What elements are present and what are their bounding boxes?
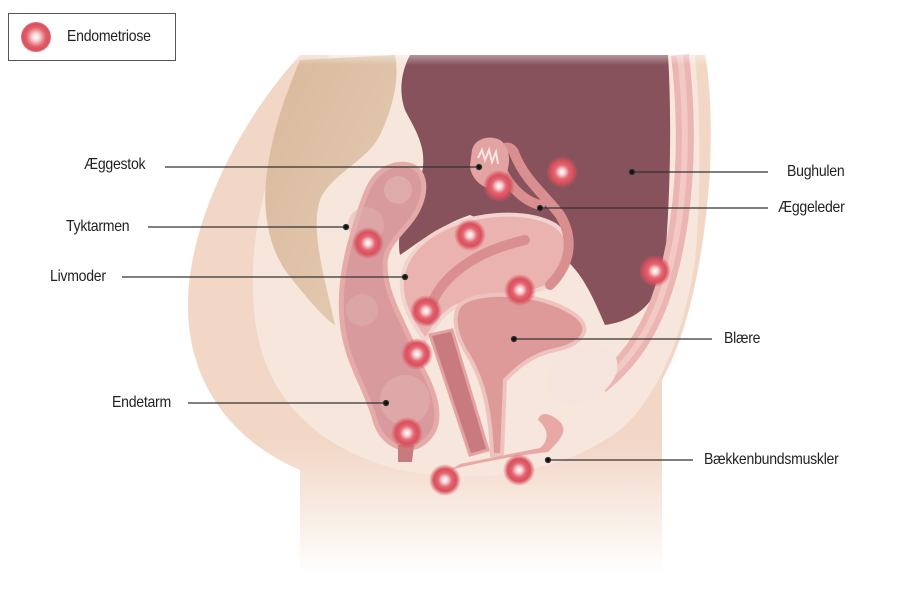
label-tyktarmen: Tyktarmen bbox=[66, 218, 130, 235]
lesion-marker bbox=[429, 464, 461, 496]
lesion-marker bbox=[410, 295, 442, 327]
legend-label: Endometriose bbox=[67, 28, 151, 45]
bladder bbox=[453, 292, 587, 457]
lesion-marker bbox=[503, 454, 535, 486]
label-livmoder: Livmoder bbox=[50, 268, 106, 285]
pubic-bone bbox=[546, 345, 618, 405]
legend: Endometriose bbox=[8, 13, 176, 61]
lesion-marker bbox=[454, 219, 486, 251]
leader-lines bbox=[122, 163, 768, 464]
lesion-marker bbox=[483, 170, 515, 202]
lesion-marker bbox=[639, 255, 671, 287]
label-blaere: Blære bbox=[724, 330, 761, 347]
sacrum-bone bbox=[265, 55, 397, 325]
label-aeggeleder: Æggeleder bbox=[778, 199, 845, 216]
label-endetarm: Endetarm bbox=[112, 394, 171, 411]
label-bughulen: Bughulen bbox=[787, 163, 845, 180]
lesion-marker bbox=[391, 417, 423, 449]
pelvic-floor bbox=[450, 414, 564, 470]
vagina bbox=[428, 328, 490, 457]
label-aeggestok: Æggestok bbox=[84, 156, 146, 173]
lesion-marker bbox=[401, 338, 433, 370]
label-baekkenbundsmuskler: Bækkenbundsmuskler bbox=[704, 451, 839, 468]
lesion-marker bbox=[546, 156, 578, 188]
endometriosis-marker-icon bbox=[21, 22, 51, 52]
lesion-marker bbox=[504, 274, 536, 306]
endometriosis-lesions bbox=[352, 156, 671, 496]
lesion-marker bbox=[352, 227, 384, 259]
